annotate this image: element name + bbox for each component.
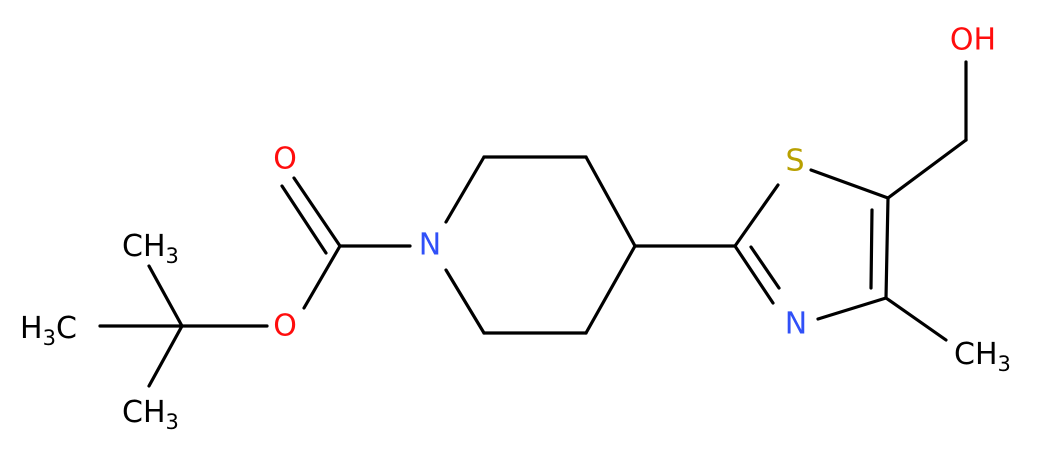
bond-s-c5	[809, 168, 890, 200]
bonds	[98, 60, 968, 388]
bond-n-c2-a	[733, 244, 775, 305]
bond-o-ester-carbonyl-c	[302, 244, 342, 310]
methyl-left-tail: C	[56, 311, 77, 346]
methyl-ring-text: CH3	[954, 337, 1011, 377]
methyl-group-top: CH3	[122, 229, 179, 269]
atom-s-thiazole: S	[785, 144, 804, 179]
methyl-left-main: H	[20, 311, 43, 346]
atom-o-carbonyl: O	[273, 142, 297, 177]
methyl-ring-sub: 3	[998, 352, 1011, 376]
methyl-top-main: CH	[122, 229, 166, 264]
bond-c5-c4-b	[869, 208, 874, 290]
methyl-bottom-main: CH	[122, 395, 166, 430]
bond-pip-c3-c4	[584, 155, 637, 248]
atom-labels: O O N S N OH CH3 H3C CH3	[20, 23, 1011, 435]
bond-c5-ch2	[886, 138, 968, 200]
atom-n-piperidine: N	[419, 228, 441, 263]
bond-pip-c6-n	[444, 268, 486, 335]
methyl-ring-main: CH	[954, 337, 998, 372]
bond-carbonyl-double-a	[292, 176, 342, 248]
bond-c2-s	[733, 183, 780, 248]
bond-carbonyl-double-b	[280, 184, 328, 255]
bond-tbu-methyl-bottom	[147, 324, 184, 388]
atom-o-ester: O	[273, 309, 297, 344]
bond-c4-n	[816, 296, 888, 321]
atom-n-thiazole: N	[785, 307, 807, 342]
methyl-group-left: H3C	[20, 311, 77, 351]
methyl-left-text: H3C	[20, 311, 77, 351]
bond-c5-c4-a	[884, 196, 890, 300]
methyl-bottom-text: CH3	[122, 395, 179, 435]
methyl-group-ring: CH3	[954, 337, 1011, 377]
bond-pip-n-c2	[444, 155, 486, 224]
methyl-group-bottom: CH3	[122, 395, 179, 435]
bond-c4-methyl	[884, 296, 948, 342]
bond-tbu-methyl-top	[147, 264, 184, 328]
methyl-top-text: CH3	[122, 229, 179, 269]
methyl-bottom-sub: 3	[166, 410, 179, 434]
methyl-top-sub: 3	[166, 244, 179, 268]
atom-hydroxyl: OH	[950, 23, 996, 58]
methyl-left-sub: 3	[43, 326, 56, 350]
bond-n-c2-b	[749, 245, 781, 290]
bond-pip-c4-c5	[584, 244, 637, 335]
